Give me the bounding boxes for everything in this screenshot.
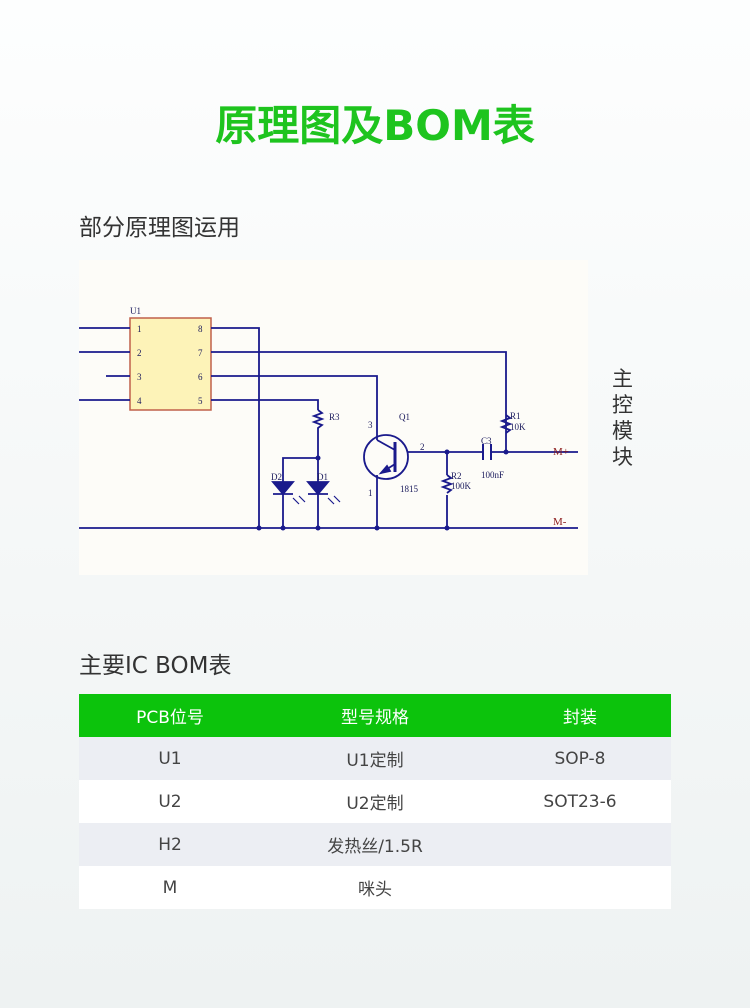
c3-capacitor xyxy=(482,444,492,460)
page-title: 原理图及BOM表 xyxy=(215,101,535,150)
pin-label: 4 xyxy=(137,396,142,406)
m-plus-label: M+ xyxy=(553,446,569,458)
cell: 发热丝/1.5R xyxy=(261,823,489,866)
q1-transistor xyxy=(363,434,409,480)
side-label: 主控模块 xyxy=(612,367,633,469)
pin-label: 2 xyxy=(137,348,142,358)
q1-pin2: 2 xyxy=(420,442,425,452)
bom-heading: 主要IC BOM表 xyxy=(79,653,232,679)
r2-value: 100K xyxy=(451,481,472,491)
d2-led xyxy=(271,481,306,505)
schematic-diagram: U1 1 2 3 4 8 7 6 5 R3 D2 D1 Q1 1815 3 1 … xyxy=(79,260,588,575)
d1-label: D1 xyxy=(317,472,328,482)
pin-label: 1 xyxy=(137,324,142,334)
u1-chip xyxy=(129,317,212,411)
q1-pin3: 3 xyxy=(368,420,373,430)
r2-label: R2 xyxy=(451,471,462,481)
r3-label: R3 xyxy=(329,412,340,422)
q1-label: Q1 xyxy=(399,412,410,422)
r1-value: 10K xyxy=(510,422,526,432)
pin-label: 6 xyxy=(198,372,203,382)
r3-resistor xyxy=(311,409,325,430)
schematic-heading: 部分原理图运用 xyxy=(79,215,240,241)
q1-pin1: 1 xyxy=(368,488,373,498)
cell: H2 xyxy=(79,823,261,866)
table-header: PCB位号 型号规格 封装 xyxy=(79,694,671,737)
cell: U2定制 xyxy=(261,780,489,823)
pin-label: 5 xyxy=(198,396,203,406)
cell: SOP-8 xyxy=(489,737,671,780)
r1-resistor xyxy=(499,414,513,434)
cell: U1定制 xyxy=(261,737,489,780)
c3-value: 100nF xyxy=(481,470,504,480)
column-header: 封装 xyxy=(489,694,671,737)
r2-resistor xyxy=(440,474,454,494)
cell: SOT23-6 xyxy=(489,780,671,823)
cell: U2 xyxy=(79,780,261,823)
d2-label: D2 xyxy=(271,472,282,482)
pin-label: 8 xyxy=(198,324,203,334)
cell: M xyxy=(79,866,261,909)
u1-label: U1 xyxy=(130,306,141,316)
cell xyxy=(489,823,671,866)
d1-led xyxy=(306,481,341,505)
cell: U1 xyxy=(79,737,261,780)
pin-label: 3 xyxy=(137,372,142,382)
pin-label: 7 xyxy=(198,348,203,358)
c3-label: C3 xyxy=(481,436,492,446)
column-header: 型号规格 xyxy=(261,694,489,737)
column-header: PCB位号 xyxy=(79,694,261,737)
cell: 咪头 xyxy=(261,866,489,909)
q1-model: 1815 xyxy=(400,484,419,494)
m-minus-label: M- xyxy=(553,516,567,528)
r1-label: R1 xyxy=(510,411,521,421)
junctions xyxy=(256,449,509,531)
cell xyxy=(489,866,671,909)
